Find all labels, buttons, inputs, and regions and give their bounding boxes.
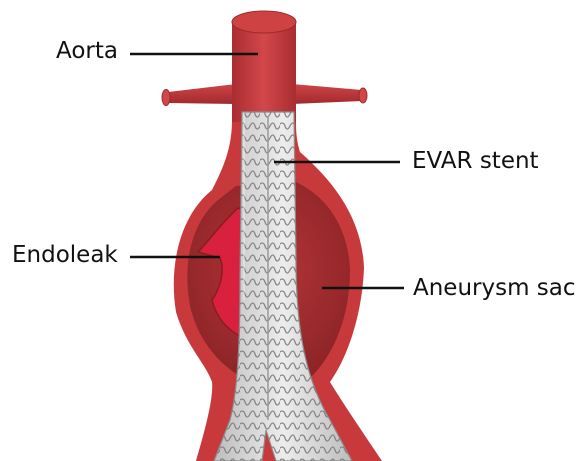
right-branch-vessel <box>292 84 367 104</box>
aorta-top <box>232 11 296 122</box>
aorta-label: Aorta <box>56 40 118 63</box>
left-branch-vessel <box>162 84 236 106</box>
endoleak-label: Endoleak <box>12 244 118 267</box>
evar-stent-label: EVAR stent <box>412 150 539 173</box>
aneurysm-sac-label: Aneurysm sac <box>413 277 576 300</box>
